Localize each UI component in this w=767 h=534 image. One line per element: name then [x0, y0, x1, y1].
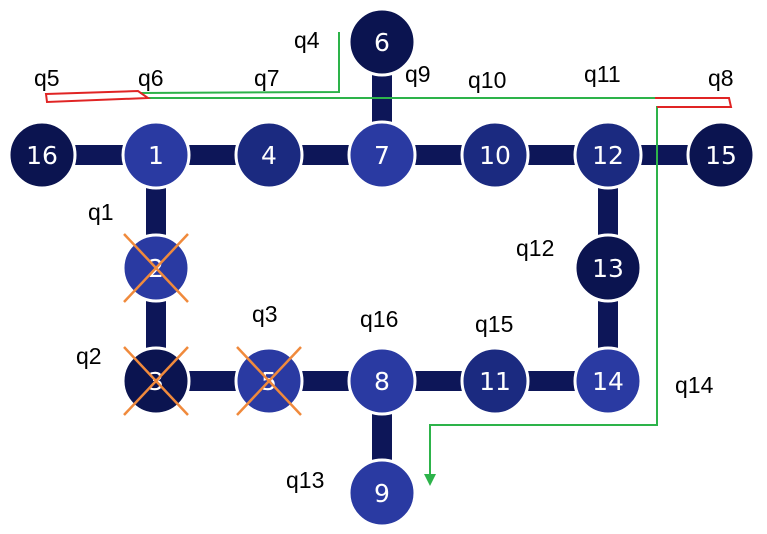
node-label: 1 [148, 141, 164, 170]
q-label-q10: q10 [468, 67, 506, 93]
q-label-q1: q1 [88, 199, 114, 225]
node-11: 11 [460, 346, 530, 416]
node-circle [347, 120, 417, 190]
node-label: 4 [261, 141, 277, 170]
node-label: 7 [374, 141, 390, 170]
node-15: 15 [686, 120, 756, 190]
node-circle [7, 120, 77, 190]
node-circle [460, 120, 530, 190]
q-labels-layer: q1 q2 q3 q4 q5 q6 q7 q8 q9 q10 q11 q12 q… [34, 27, 734, 493]
node-circle [573, 233, 643, 303]
node-circle [347, 7, 417, 77]
node-circle [573, 346, 643, 416]
q-label-q4: q4 [294, 27, 320, 53]
node-7: 7 [347, 120, 417, 190]
node-circle [121, 120, 191, 190]
cross-out-icon [123, 346, 189, 416]
node-16: 16 [7, 120, 77, 190]
node-label: 14 [592, 367, 624, 396]
q-label-q14: q14 [675, 372, 714, 398]
node-circle [686, 120, 756, 190]
node-circle [234, 120, 304, 190]
q-label-q6: q6 [138, 65, 164, 91]
annotation-paths-layer [44, 32, 733, 486]
node-2: 2 [121, 233, 191, 303]
arrow-head-icon [424, 474, 436, 486]
node-label: 10 [479, 141, 511, 170]
q-label-q15: q15 [475, 311, 513, 337]
q-label-q9: q9 [405, 61, 431, 87]
node-label: 8 [374, 367, 390, 396]
node-13: 13 [573, 233, 643, 303]
node-circle [573, 120, 643, 190]
node-6: 6 [347, 7, 417, 77]
q-label-q16: q16 [360, 306, 398, 332]
q-label-q8: q8 [708, 65, 734, 91]
q-label-q11: q11 [584, 61, 621, 87]
q-label-q5: q5 [34, 65, 60, 91]
node-label: 12 [592, 141, 624, 170]
node-label: 13 [592, 254, 624, 283]
node-4: 4 [234, 120, 304, 190]
node-3: 3 [121, 346, 191, 416]
node-label: 15 [705, 141, 737, 170]
node-12: 12 [573, 120, 643, 190]
q-label-q12: q12 [516, 235, 554, 261]
node-label: 11 [479, 367, 511, 396]
q-label-q3: q3 [252, 301, 278, 327]
node-14: 14 [573, 346, 643, 416]
node-9: 9 [347, 458, 417, 528]
red-segment-left [44, 89, 152, 104]
node-1: 1 [121, 120, 191, 190]
q-label-q13: q13 [286, 467, 324, 493]
nodes-layer: 16147101215623581114139 [7, 7, 756, 528]
q-label-q7: q7 [254, 65, 280, 91]
node-label: 16 [26, 141, 58, 170]
cross-out-icon [123, 233, 189, 303]
node-circle [460, 346, 530, 416]
node-circle [347, 346, 417, 416]
node-circle [347, 458, 417, 528]
node-label: 6 [374, 28, 390, 57]
node-5: 5 [234, 346, 304, 416]
green-path [139, 32, 658, 486]
node-label: 9 [374, 479, 390, 508]
cross-out-icon [236, 346, 302, 416]
q-label-q2: q2 [76, 343, 102, 369]
red-segment-right [655, 97, 733, 108]
node-8: 8 [347, 346, 417, 416]
node-10: 10 [460, 120, 530, 190]
